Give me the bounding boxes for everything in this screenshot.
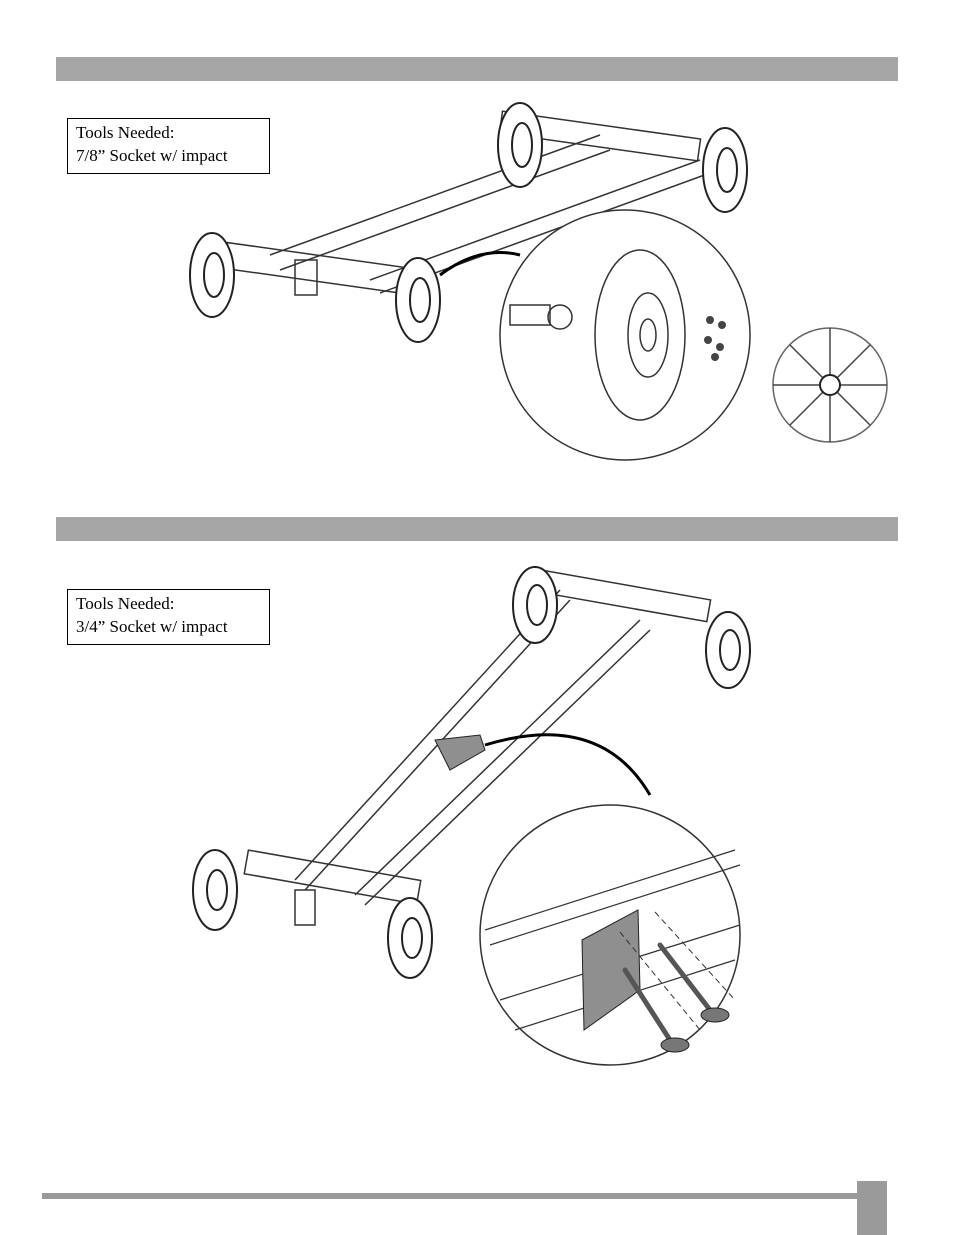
page-number-tab [857,1181,887,1235]
wheel-mounting-illustration [170,95,900,465]
bracket-mounting-illustration [180,560,770,1080]
section-header-bar-2 [56,517,898,541]
footer-rule [42,1193,857,1199]
section-header-bar-1 [56,57,898,81]
